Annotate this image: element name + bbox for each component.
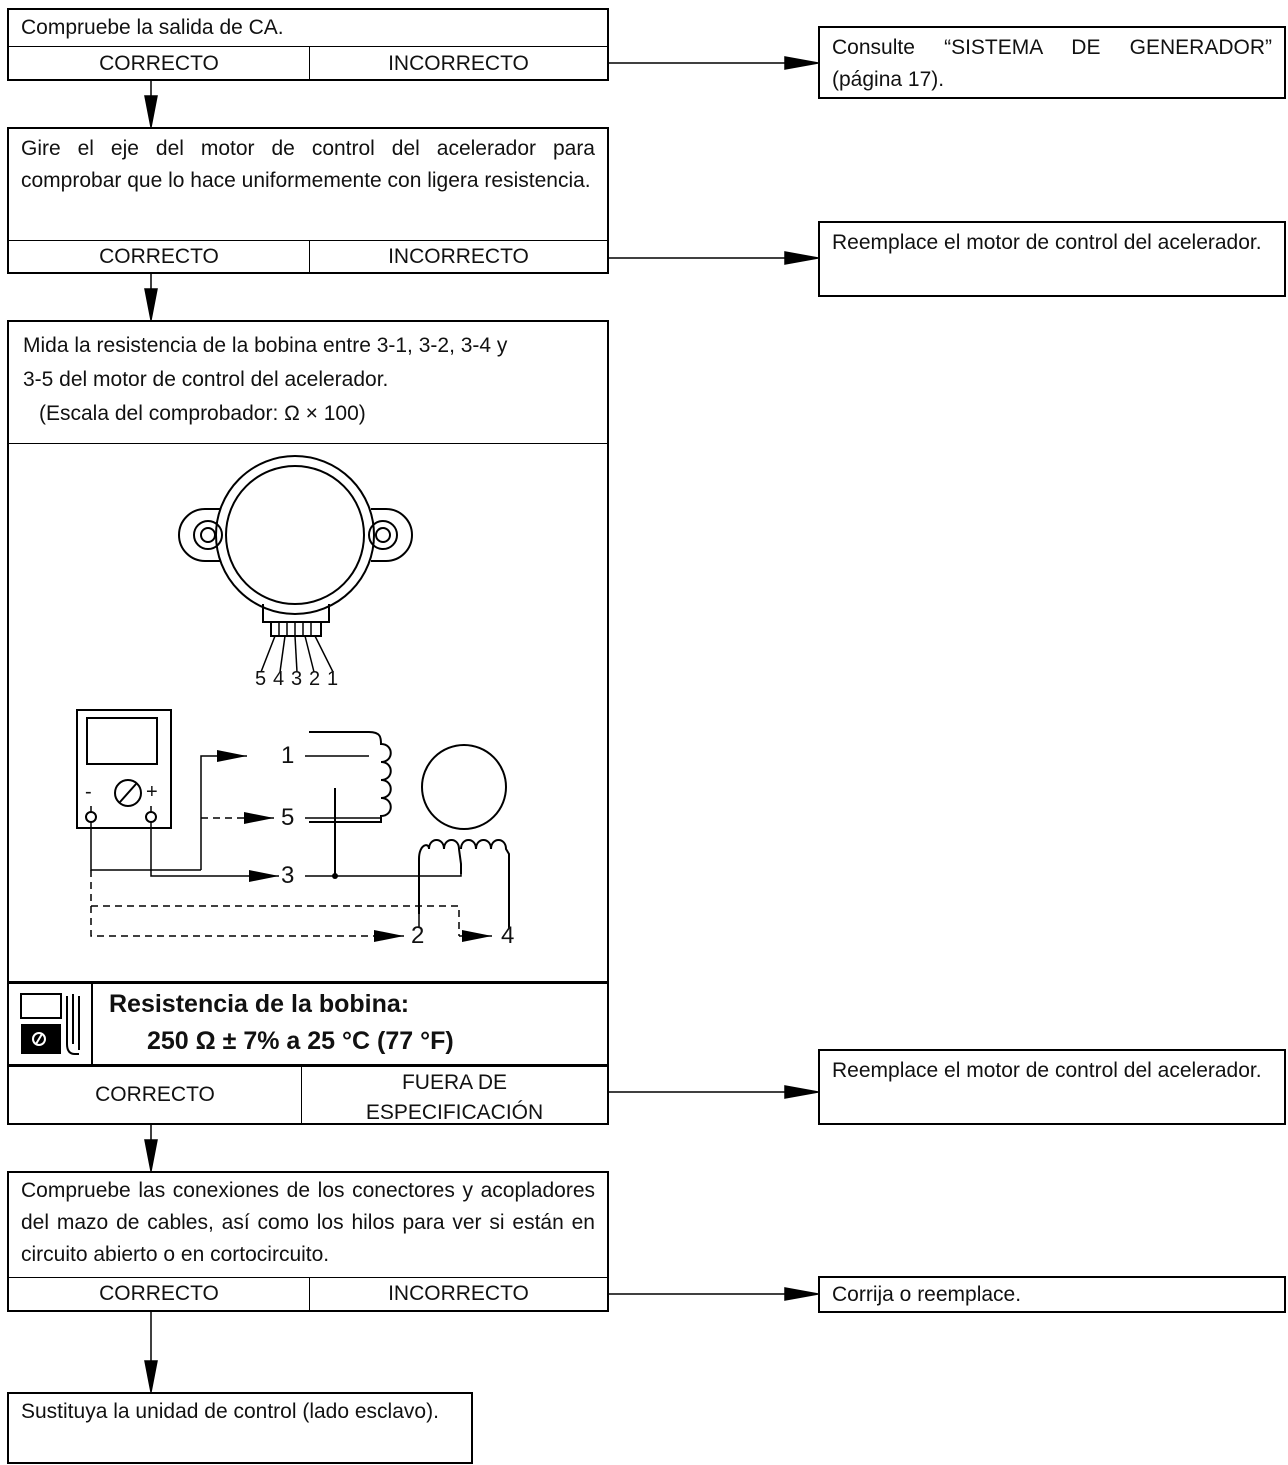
lead-label-5: 5 bbox=[281, 804, 295, 831]
step2-question: Gire el eje del motor de control del ace… bbox=[21, 137, 595, 192]
step3-ng-label-line1: FUERA DE bbox=[401, 1071, 508, 1094]
lead-label-4: 4 bbox=[501, 922, 515, 949]
motor-icon bbox=[178, 455, 413, 637]
multimeter-icon bbox=[7, 984, 93, 1064]
step3-question-line1: Mida la resistencia de la bobina entre 3… bbox=[23, 334, 508, 357]
pin-label-4: 4 bbox=[273, 668, 285, 690]
pin-label-2: 2 bbox=[309, 668, 321, 690]
step1-ng-label: INCORRECTO bbox=[388, 52, 529, 75]
step3-scale-note: (Escala del comprobador: Ω × 100) bbox=[39, 402, 366, 425]
lead-label-2: 2 bbox=[411, 922, 425, 949]
pin-label-1: 1 bbox=[327, 668, 339, 690]
step5-box: Sustituya la unidad de control (lado esc… bbox=[7, 1392, 473, 1464]
step4-action-box: Corrija o reemplace. bbox=[818, 1276, 1286, 1313]
step2-box: Gire el eje del motor de control del ace… bbox=[7, 127, 609, 274]
step2-ng-label: INCORRECTO bbox=[388, 245, 529, 268]
step3-ok-label: CORRECTO bbox=[95, 1083, 215, 1106]
motor-wiring-diagram bbox=[76, 455, 510, 942]
meter-minus-label: - bbox=[85, 781, 92, 803]
step4-ok-label: CORRECTO bbox=[99, 1282, 219, 1305]
step2-ok-label: CORRECTO bbox=[99, 245, 219, 268]
step3-action-box: Reemplace el motor de control del aceler… bbox=[818, 1049, 1286, 1125]
step1-ok-label: CORRECTO bbox=[99, 52, 219, 75]
lead-label-1: 1 bbox=[281, 742, 295, 769]
pin-label-5: 5 bbox=[255, 668, 267, 690]
step1-question: Compruebe la salida de CA. bbox=[21, 16, 284, 39]
meter-plus-label: + bbox=[146, 781, 158, 803]
spec-block: Resistencia de la bobina: 250 Ω ± 7% a 2… bbox=[7, 981, 609, 1067]
step4-ng-label: INCORRECTO bbox=[388, 1282, 529, 1305]
step3-ng-label-line2: ESPECIFICACIÓN bbox=[365, 1101, 544, 1124]
step3-question-line2: 3-5 del motor de control del acelerador. bbox=[23, 368, 389, 391]
lead-label-3: 3 bbox=[281, 862, 295, 889]
step1-box: Compruebe la salida de CA. CORRECTO INCO… bbox=[7, 8, 609, 81]
pin-label-3: 3 bbox=[291, 668, 303, 690]
step4-box: Compruebe las conexiones de los conector… bbox=[7, 1171, 609, 1312]
step3-box: Mida la resistencia de la bobina entre 3… bbox=[7, 320, 609, 1125]
step2-action-box: Reemplace el motor de control del aceler… bbox=[818, 221, 1286, 297]
spec-title: Resistencia de la bobina: bbox=[109, 990, 410, 1018]
step3-ng-label: FUERA DE ESPECIFICACIÓN bbox=[302, 1068, 607, 1126]
pin-labels: 5 4 3 2 1 bbox=[255, 668, 355, 694]
step4-action: Corrija o reemplace. bbox=[832, 1283, 1022, 1306]
step1-action-box: Consulte “SISTEMA DE GENERADOR” (página … bbox=[818, 26, 1286, 99]
spec-value: 250 Ω ± 7% a 25 °C (77 °F) bbox=[147, 1027, 454, 1055]
step4-question: Compruebe las conexiones de los conector… bbox=[21, 1179, 595, 1266]
